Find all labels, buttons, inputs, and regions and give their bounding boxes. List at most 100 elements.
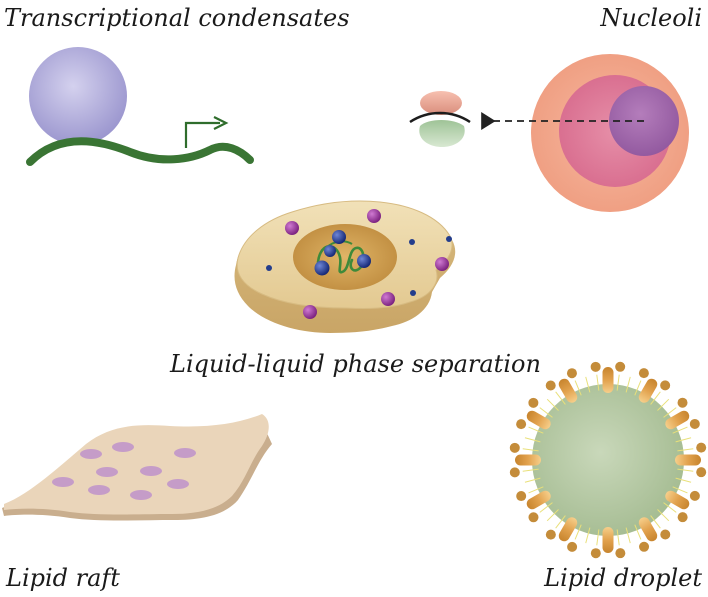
cytoplasmic-granule [303,305,317,319]
droplet-protein [558,378,578,403]
lipid-head [528,397,539,408]
lipid-tail [672,486,688,494]
lipid-head [689,418,700,429]
lipid-head [528,512,539,523]
lipid-head [696,442,707,453]
lipid-tail [555,515,566,529]
lipid-head [545,380,556,391]
lipid-head [545,529,556,540]
lipid-tail [625,376,631,393]
cytoplasmic-granule [435,257,449,271]
lipid-tail [574,380,582,396]
nucleolus-panel [409,54,689,212]
lipid-tail [634,380,642,396]
nuclear-granule [324,245,336,257]
lipid-tail [539,502,553,513]
transcriptional-condensate-panel [26,47,254,166]
lipid-head [567,541,578,552]
lipid-head [509,442,520,453]
lipid-tail [555,391,566,405]
lipid-tail [675,477,692,483]
label-nucleoli: Nucleoli [600,4,702,32]
lipid-tail [522,448,539,452]
lipid-tail [677,468,694,472]
lipid-tail [675,437,692,443]
label-lipid-droplet: Lipid droplet [544,564,702,592]
raft-domain [140,466,162,476]
lipid-head [516,419,527,430]
lipid-tail [672,426,688,434]
droplet-protein [526,410,551,430]
lipid-tail [522,468,539,472]
lipid-tail [528,486,544,494]
droplet-protein [638,378,658,403]
lipid-head [566,368,577,379]
lipid-head [689,490,700,501]
droplet-protein [602,367,614,393]
raft-domain [174,448,196,458]
raft-domain [130,490,152,500]
lipid-tail [650,515,661,529]
lipid-tail [657,398,670,411]
ribosome-large-subunit [420,91,462,115]
droplet-protein [602,527,614,553]
raft-domain [112,442,134,452]
lipid-tail [528,426,544,434]
lipid-head [590,548,601,559]
cytoplasmic-granule [381,292,395,306]
lipid-head [660,529,671,540]
raft-domain [80,449,102,459]
lipid-head [660,380,671,391]
nuclear-granule [314,260,330,276]
lipid-head [677,512,688,523]
droplet-protein [515,454,541,466]
dna-strand [26,137,254,166]
lipid-head [639,541,650,552]
lipid-tail [663,502,677,513]
cytoplasmic-dot [266,265,272,271]
label-llps: Liquid-liquid phase separation [170,350,541,378]
lipid-head [516,491,527,502]
lipid-tail [625,527,631,544]
chromatin-fiber [316,245,365,274]
droplet-protein [638,517,658,542]
lipid-tail [539,407,553,418]
cell-panel [234,200,456,333]
lipid-head [590,361,601,372]
droplet-protein [665,490,690,510]
lipid-tail [677,448,694,452]
lipid-tail [524,477,541,483]
lipid-head [615,548,626,559]
cytoplasmic-granule [367,209,381,223]
lipid-tail [574,524,582,540]
nuclear-granule [357,254,371,268]
droplet-core [532,384,684,536]
raft-domain [52,477,74,487]
lipid-tail [546,509,559,522]
lipid-tail [585,376,591,393]
raft-domain [88,485,110,495]
droplet-protein [526,490,551,510]
raft-domain [167,479,189,489]
cytoplasmic-dot [446,236,452,242]
lipid-tail [634,524,642,540]
ribosome-small-subunit [419,120,465,147]
label-lipid-raft: Lipid raft [6,564,120,592]
lipid-tail [663,407,677,418]
droplet-protein [665,410,690,430]
droplet-protein [558,517,578,542]
lipid-head [677,397,688,408]
lipid-tail [657,509,670,522]
lipid-head [696,467,707,478]
lipid-tail [616,374,620,391]
condensate-sphere [29,47,127,145]
lipid-head [615,361,626,372]
droplet-protein [675,454,701,466]
lipid-droplet-panel [509,361,707,559]
label-transcriptional-condensates: Transcriptional condensates [4,4,350,32]
lipid-tail [616,529,620,546]
lipid-tail [546,398,559,411]
lipid-tail [585,527,591,544]
